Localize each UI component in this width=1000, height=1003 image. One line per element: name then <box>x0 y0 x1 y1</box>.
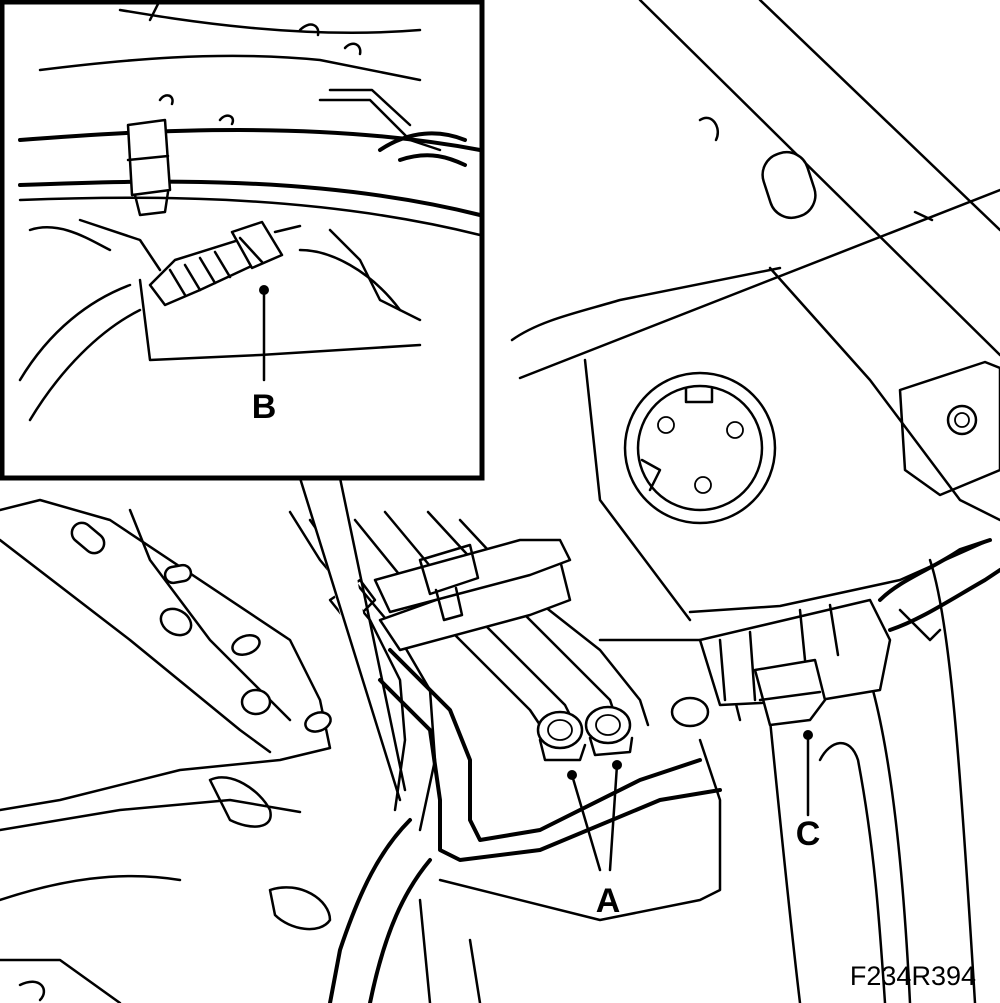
callout-b: B <box>252 388 277 426</box>
electrical-connector <box>698 538 1000 727</box>
callout-a: A <box>567 760 622 920</box>
callout-c: C <box>796 730 821 853</box>
detail-inset <box>0 0 485 802</box>
callout-b-label: B <box>252 388 277 426</box>
pipe-clip <box>328 538 572 652</box>
callout-c-label: C <box>796 815 821 853</box>
callout-a-label: A <box>596 882 621 920</box>
figure-id: F234R394 <box>850 961 976 991</box>
